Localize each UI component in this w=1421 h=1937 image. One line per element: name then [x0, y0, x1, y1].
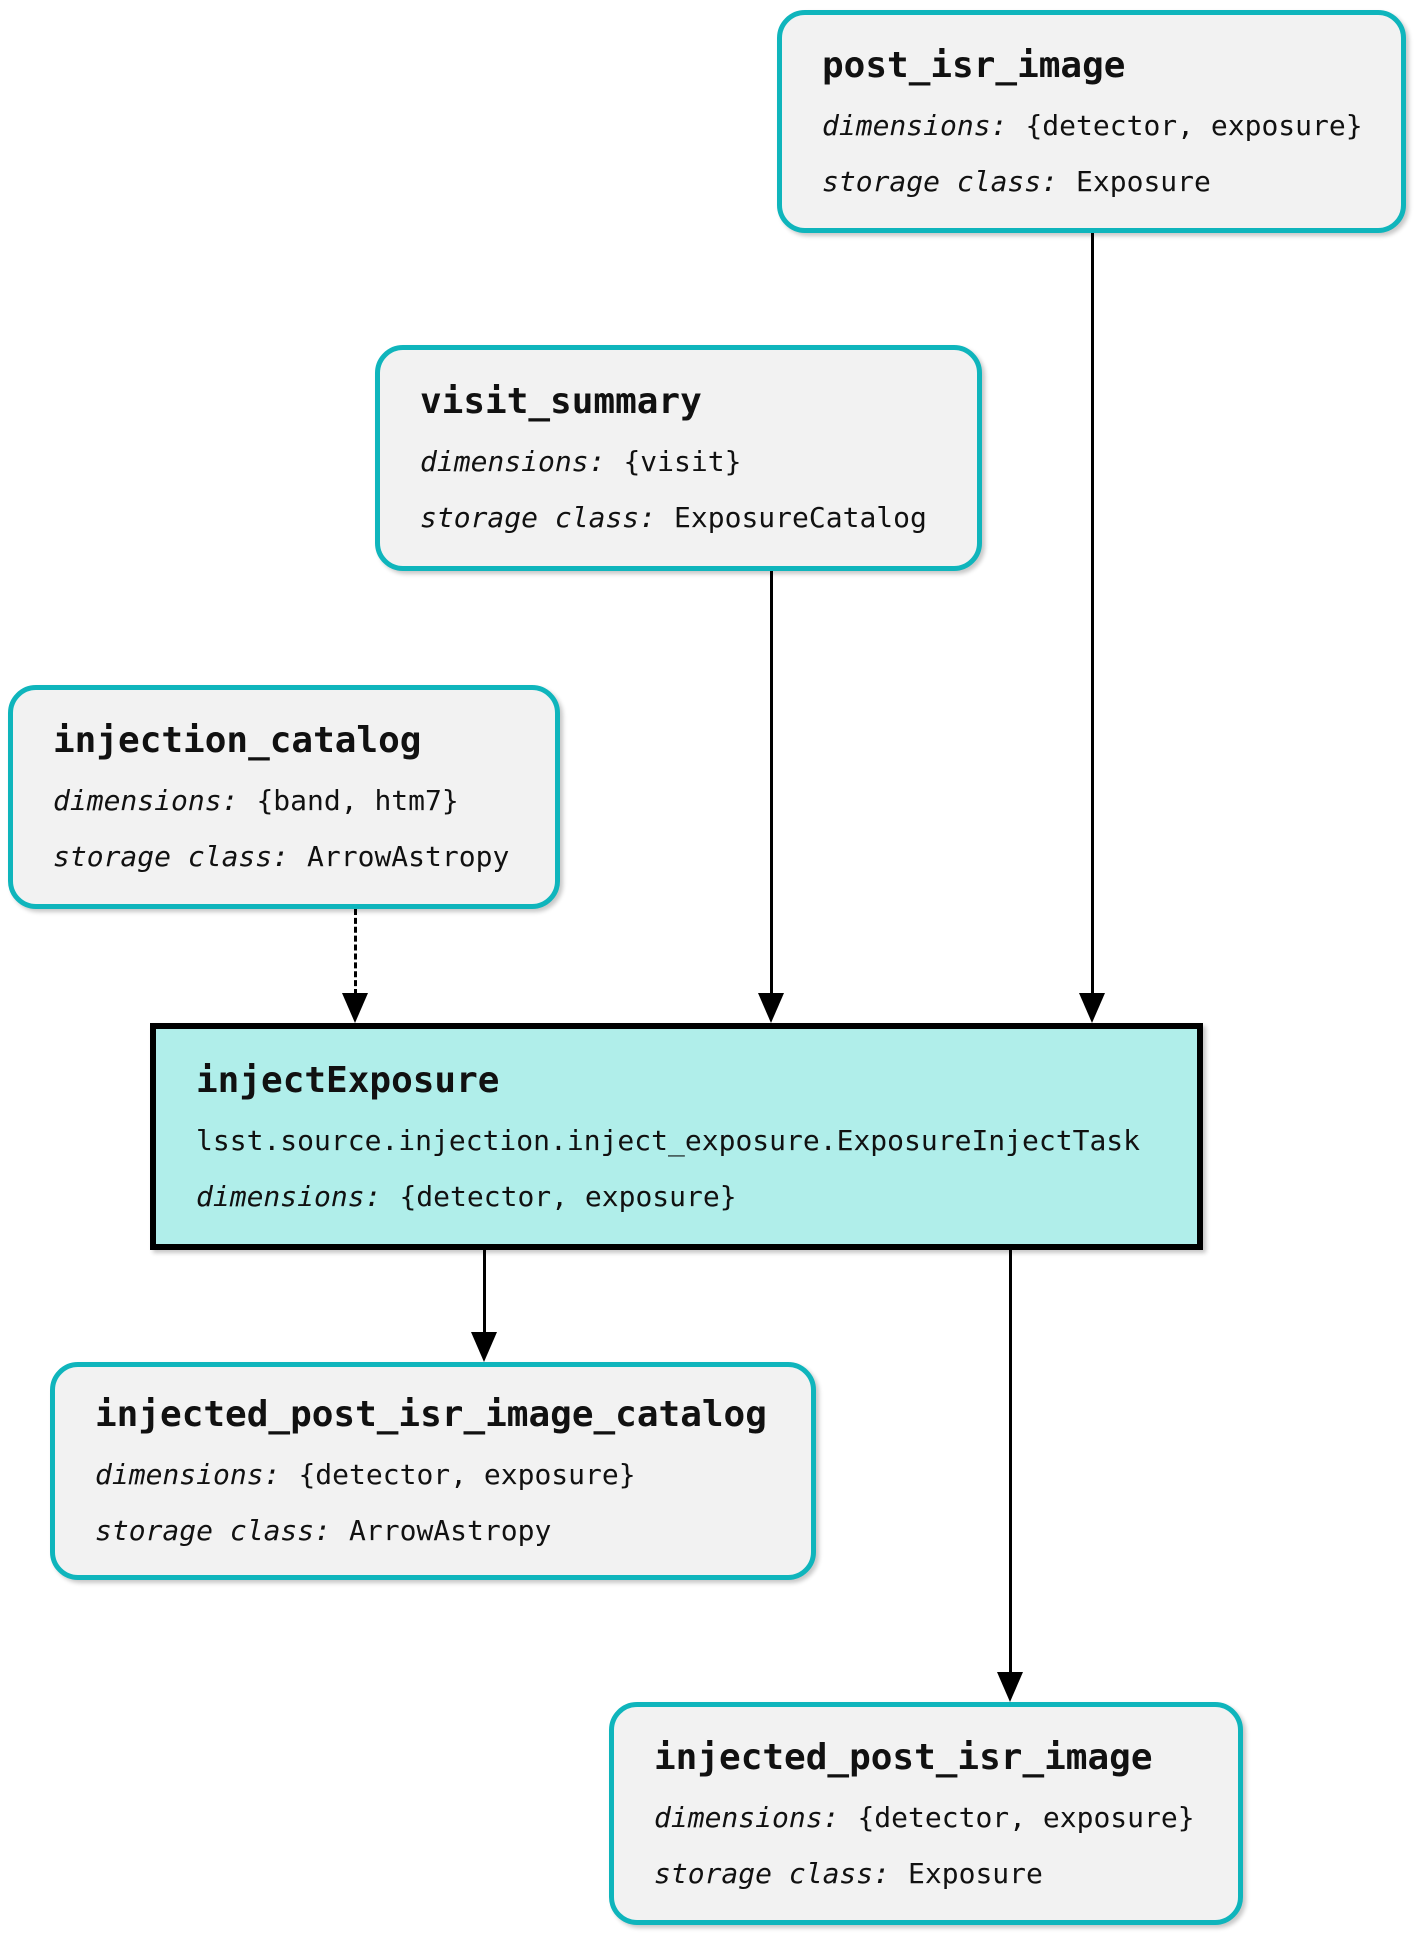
- node-storage-class: storage class: ExposureCatalog: [420, 501, 937, 535]
- dimensions-value: {detector, exposure}: [399, 1179, 737, 1213]
- dimensions-value: {detector, exposure}: [857, 1800, 1195, 1834]
- edge-arrowhead-icon: [342, 993, 368, 1023]
- storage-class-label: storage class:: [822, 164, 1059, 198]
- storage-class-label: storage class:: [53, 840, 290, 874]
- node-dimensions: dimensions: {detector, exposure}: [196, 1179, 1157, 1213]
- node-dimensions: dimensions: {detector, exposure}: [95, 1458, 771, 1492]
- storage-class-label: storage class:: [95, 1514, 332, 1548]
- node-post_isr_image: post_isr_image dimensions: {detector, exp…: [777, 10, 1406, 233]
- node-title: post_isr_image: [822, 44, 1126, 86]
- edge-line: [770, 571, 773, 995]
- edge-arrowhead-icon: [758, 993, 784, 1023]
- node-title: injection_catalog: [53, 720, 422, 762]
- dimensions-label: dimensions:: [420, 445, 606, 479]
- storage-class-value: Exposure: [1076, 164, 1211, 198]
- dimensions-label: dimensions:: [822, 108, 1008, 142]
- storage-class-label: storage class:: [420, 501, 657, 535]
- node-injection_catalog: injection_catalog dimensions: {band, htm7…: [8, 685, 560, 909]
- edge-line: [483, 1250, 486, 1334]
- node-title: visit_summary: [420, 381, 702, 423]
- node-title: injected_post_isr_image_catalog: [95, 1394, 767, 1436]
- dimensions-label: dimensions:: [196, 1179, 382, 1213]
- dimensions-label: dimensions:: [95, 1458, 281, 1492]
- dimensions-value: {detector, exposure}: [298, 1458, 636, 1492]
- task-class-path: lsst.source.injection.inject_exposure.Ex…: [196, 1123, 1141, 1157]
- edge-line: [1009, 1250, 1012, 1674]
- node-title: injectExposure: [196, 1059, 500, 1101]
- node-injectExposure-task: injectExposure lsst.source.injection.inj…: [150, 1023, 1203, 1250]
- dimensions-value: {visit}: [623, 445, 742, 479]
- dimensions-label: dimensions:: [53, 784, 239, 818]
- storage-class-value: ArrowAstropy: [349, 1514, 552, 1548]
- node-dimensions: dimensions: {visit}: [420, 445, 937, 479]
- dimensions-value: {detector, exposure}: [1025, 108, 1363, 142]
- node-storage-class: storage class: ArrowAstropy: [53, 840, 515, 874]
- node-title: injected_post_isr_image: [654, 1736, 1153, 1778]
- storage-class-value: ArrowAstropy: [307, 840, 510, 874]
- node-visit_summary: visit_summary dimensions: {visit} storage…: [375, 345, 982, 571]
- edge-arrowhead-icon: [1079, 993, 1105, 1023]
- node-storage-class: storage class: Exposure: [654, 1856, 1198, 1890]
- dimensions-value: {band, htm7}: [256, 784, 459, 818]
- edge-line: [1091, 233, 1094, 995]
- storage-class-value: ExposureCatalog: [674, 501, 927, 535]
- edge-arrowhead-icon: [997, 1672, 1023, 1702]
- storage-class-label: storage class:: [654, 1856, 891, 1890]
- node-injected_post_isr_image: injected_post_isr_image dimensions: {dete…: [609, 1702, 1243, 1925]
- node-injected_post_isr_image_catalog: injected_post_isr_image_catalog dimensio…: [50, 1362, 816, 1580]
- node-dimensions: dimensions: {band, htm7}: [53, 784, 515, 818]
- node-dimensions: dimensions: {detector, exposure}: [822, 108, 1363, 142]
- node-storage-class: storage class: ArrowAstropy: [95, 1514, 771, 1548]
- storage-class-value: Exposure: [908, 1856, 1043, 1890]
- node-storage-class: storage class: Exposure: [822, 164, 1361, 198]
- dimensions-label: dimensions:: [654, 1800, 840, 1834]
- edge-line-dashed: [354, 909, 357, 995]
- node-dimensions: dimensions: {detector, exposure}: [654, 1800, 1198, 1834]
- edge-arrowhead-icon: [471, 1332, 497, 1362]
